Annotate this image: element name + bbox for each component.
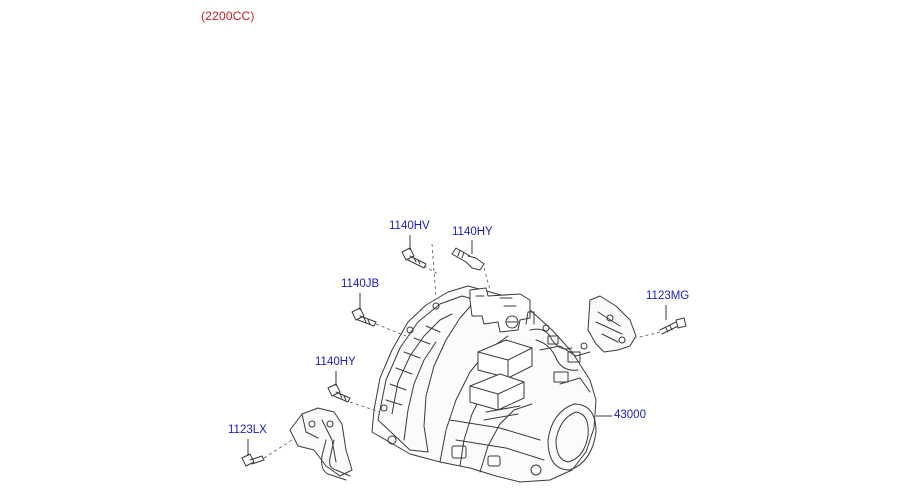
leader-lines bbox=[247, 235, 667, 456]
part-label-1140hy-top[interactable]: 1140HY bbox=[452, 226, 493, 238]
mount-bracket-right-drawing bbox=[587, 295, 637, 353]
part-label-1140jb[interactable]: 1140JB bbox=[341, 278, 380, 290]
part-label-1123mg[interactable]: 1123MG bbox=[646, 290, 690, 302]
bolt-1123lx-drawing bbox=[241, 453, 265, 467]
assembly-lines bbox=[263, 243, 661, 459]
bolt-1123mg-drawing bbox=[659, 317, 687, 335]
mount-bracket-left-drawing bbox=[289, 407, 353, 481]
part-label-1140hv[interactable]: 1140HV bbox=[389, 220, 430, 232]
part-label-1140hy-left[interactable]: 1140HY bbox=[315, 356, 356, 368]
bolt-1140hy-top-drawing bbox=[451, 247, 485, 271]
bolt-1140jb-drawing bbox=[351, 307, 377, 327]
transaxle-housing-drawing bbox=[371, 285, 597, 483]
part-label-1123lx[interactable]: 1123LX bbox=[228, 424, 267, 436]
engine-variant-label: (2200CC) bbox=[201, 9, 255, 23]
bolt-1140hy-left-drawing bbox=[327, 383, 351, 403]
part-label-43000[interactable]: 43000 bbox=[614, 409, 646, 421]
bolt-1140hv-drawing bbox=[401, 247, 427, 269]
